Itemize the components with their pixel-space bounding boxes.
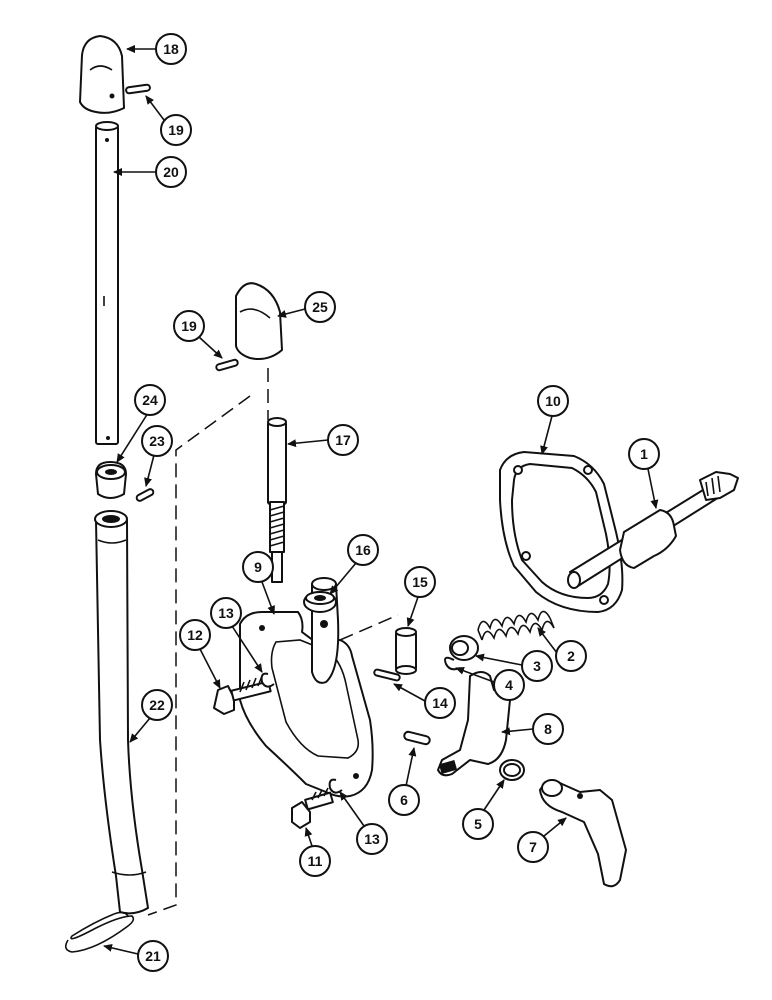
callout-20: 20 [113, 156, 187, 188]
callout-23-label: 23 [149, 433, 165, 449]
callout-21-label: 21 [145, 948, 161, 964]
part-25-knob [235, 282, 283, 360]
callout-10-label: 10 [545, 393, 561, 409]
part-24-bushing [95, 461, 127, 499]
callout-19-lower-label: 19 [181, 318, 197, 334]
part-12-bolt [213, 675, 272, 715]
part-23-pin [135, 488, 155, 502]
callout-18-label: 18 [163, 41, 179, 57]
callout-12: 12 [179, 619, 221, 689]
assembly-dash-lines [147, 368, 399, 916]
part-5-o-ring [499, 759, 525, 781]
part-4-e-clip [444, 656, 461, 671]
callout-16-label: 16 [355, 542, 371, 558]
callout-25-label: 25 [312, 299, 328, 315]
part-21-clip [64, 911, 135, 953]
callout-7: 7 [517, 817, 567, 863]
callout-1: 1 [628, 438, 660, 509]
callout-25: 25 [277, 291, 336, 323]
callout-3-label: 3 [533, 658, 541, 674]
callout-17: 17 [287, 424, 359, 456]
part-11-bolt [291, 787, 334, 829]
part-2-spring [477, 610, 555, 641]
callout-11: 11 [299, 827, 331, 877]
callout-23: 23 [141, 425, 173, 487]
callout-1-label: 1 [640, 446, 648, 462]
part-7-shift-lever [539, 779, 627, 888]
callout-15-label: 15 [412, 574, 428, 590]
part-6-pin [403, 730, 431, 746]
callout-19-lower: 19 [173, 310, 223, 359]
callout-24: 24 [116, 384, 166, 463]
part-14-pin [373, 668, 401, 682]
callout-2: 2 [537, 627, 587, 672]
callout-4-label: 4 [505, 677, 513, 693]
callout-13-upper: 13 [210, 597, 263, 673]
callout-21: 21 [103, 940, 169, 972]
callout-19-top-label: 19 [168, 122, 184, 138]
callout-12-label: 12 [187, 627, 203, 643]
callout-11-label: 11 [308, 853, 323, 869]
part-20-rod [95, 121, 119, 445]
callout-5-label: 5 [474, 816, 482, 832]
callout-4: 4 [455, 667, 525, 701]
callout-3: 3 [475, 650, 553, 682]
part-10-gasket [499, 451, 624, 613]
callout-20-label: 20 [163, 164, 179, 180]
part-17-rod [267, 417, 287, 583]
callout-14: 14 [393, 683, 456, 719]
callout-10: 10 [537, 385, 569, 455]
part-18-knob [79, 35, 125, 114]
callout-22: 22 [129, 689, 173, 743]
callout-13-upper-label: 13 [218, 605, 234, 621]
part-8-fork-lever [437, 671, 513, 777]
part-15-sleeve [395, 627, 417, 675]
callout-6: 6 [388, 747, 420, 816]
callout-6-label: 6 [400, 792, 408, 808]
callout-8: 8 [501, 713, 564, 745]
callout-24-label: 24 [142, 392, 158, 408]
callout-18: 18 [126, 33, 187, 65]
part-13-washer-upper [260, 672, 275, 688]
callout-14-label: 14 [432, 695, 448, 711]
part-13-washer-lower [328, 778, 343, 794]
callout-7-label: 7 [529, 839, 537, 855]
callout-22-label: 22 [149, 697, 165, 713]
part-3-cup-washer [449, 635, 479, 661]
callout-2-label: 2 [567, 648, 575, 664]
callout-9-label: 9 [254, 559, 262, 575]
part-19-pin-top [125, 83, 151, 95]
callout-17-label: 17 [335, 432, 351, 448]
callout-13-lower: 13 [339, 791, 388, 855]
part-16-nut [303, 591, 337, 613]
callout-8-label: 8 [544, 721, 552, 737]
part-1-shaft [567, 471, 739, 589]
callout-9: 9 [242, 551, 275, 615]
callout-16: 16 [329, 534, 379, 595]
callout-19-top: 19 [145, 95, 192, 146]
part-19-pin-lower [215, 358, 239, 372]
part-22-tube [94, 510, 149, 915]
callout-15: 15 [404, 566, 436, 627]
callout-13-lower-label: 13 [364, 831, 380, 847]
callout-5: 5 [462, 779, 505, 840]
